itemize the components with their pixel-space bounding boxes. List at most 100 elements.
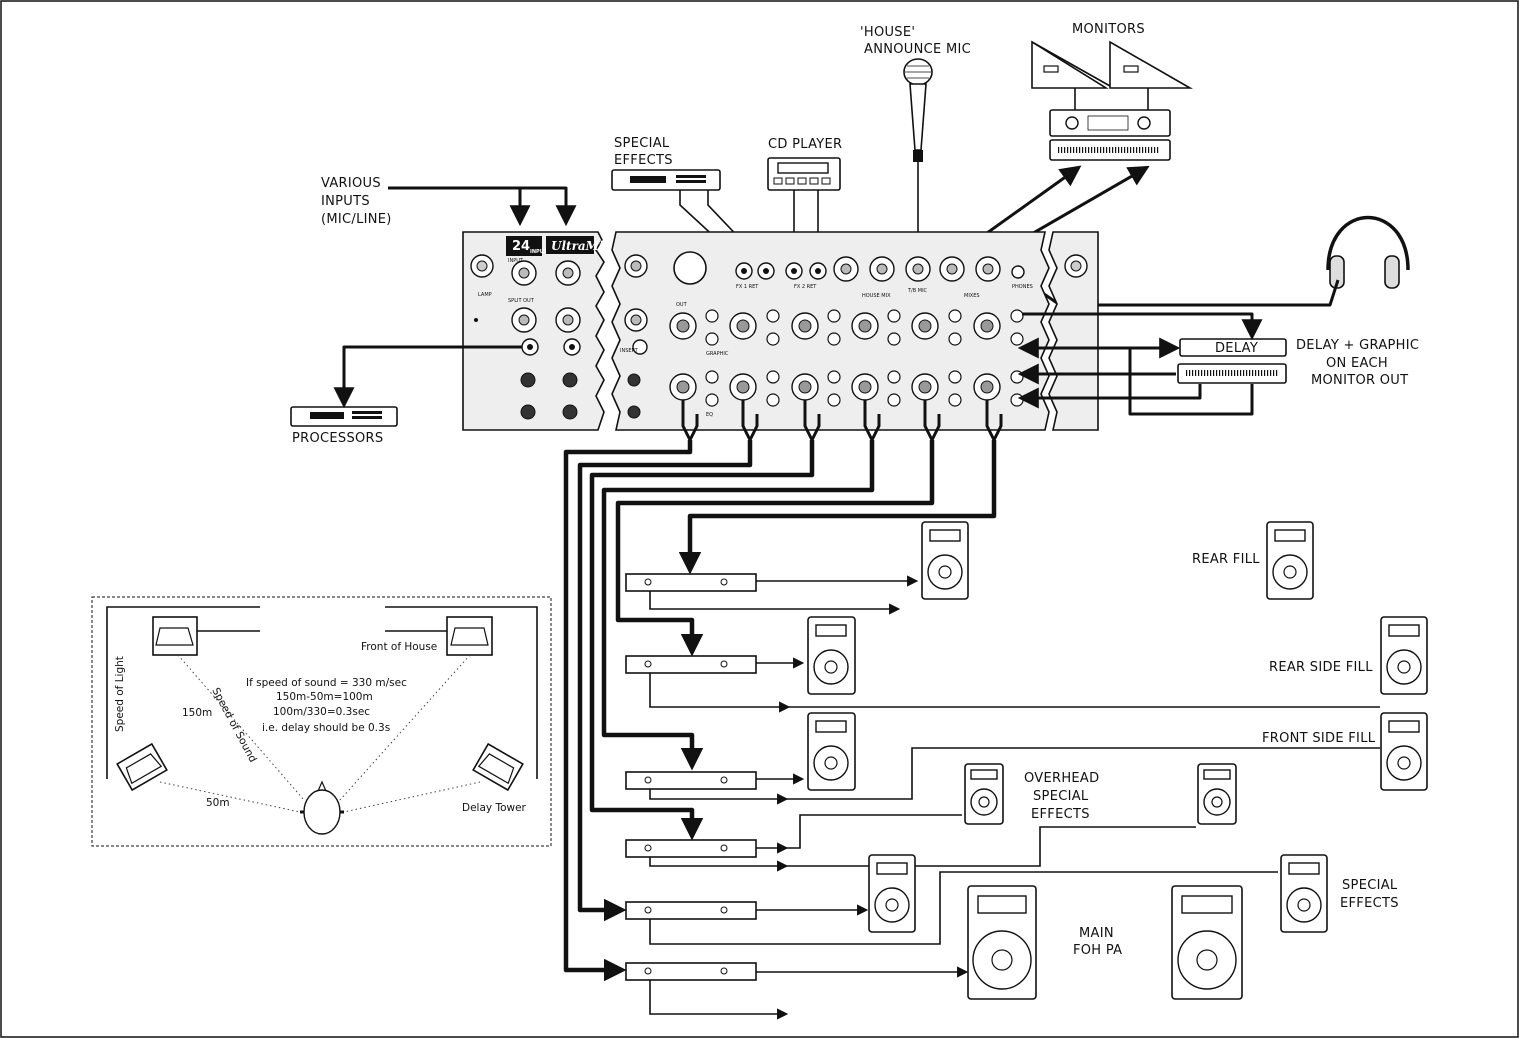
meter-dial [673,251,707,285]
overhead-effects-speakers: OVERHEAD SPECIAL EFFECTS [964,763,1237,825]
house-announce-mic: 'HOUSE' ANNOUNCE MIC [860,25,971,162]
overhead-line2: SPECIAL [1033,789,1089,804]
panel-text-fx1: FX 1 RET [736,284,759,290]
speaker-icon [921,521,969,600]
speaker-icon [807,712,856,791]
delay-graphic-line3: MONITOR OUT [1311,373,1408,388]
foh-right-speaker [446,616,493,656]
delay-send [1022,312,1263,341]
formula-line2: 150m-50m=100m [276,691,373,703]
panel-text-housemix: HOUSE MIX [862,293,891,299]
front-of-house-label: Front of House [361,641,437,653]
listener-head-icon [300,780,344,835]
ultramic-mixer: 24 INPUTS UltraMic INPUT SPLIT OUT LAMP [462,231,1099,431]
output-cable-bundle [563,400,1003,982]
mixer-master-section [611,231,1050,431]
brand-badge [546,236,594,254]
dist-150-label: 150m [182,707,212,719]
monitors-label: MONITORS [1072,22,1145,37]
formula-line1: If speed of sound = 330 m/sec [246,677,407,689]
inputs-badge [506,236,542,256]
panel-text-input: INPUT [508,258,524,264]
cd-player-label: CD PLAYER [768,137,842,152]
front-side-fill-speakers: FRONT SIDE FILL [807,712,1428,791]
processors-label: PROCESSORS [292,431,383,446]
speaker-icon [967,885,1037,1000]
panel-text-split: SPLIT OUT [508,298,535,304]
speaker-icon [1171,885,1243,1000]
speaker-icon [868,854,916,933]
speaker-icon [1197,763,1237,825]
amp-1 [625,573,757,592]
house-mic-line1: 'HOUSE' [860,25,915,40]
phones-jack [1011,265,1025,279]
main-foh-line1: MAIN [1079,926,1114,941]
delay-graphic-line1: DELAY + GRAPHIC [1296,338,1419,353]
front-side-fill-label: FRONT SIDE FILL [1262,731,1376,746]
overhead-line3: EFFECTS [1031,807,1090,822]
amp-3 [625,771,757,790]
panel-text-lamp: LAMP [478,292,492,298]
rear-fill-speakers: REAR FILL [921,521,1314,600]
delay-tower-left [116,742,168,792]
special-effects-top-line2: EFFECTS [614,153,673,168]
panel-text-eq: EQ [706,412,713,418]
stage-monitors: MONITORS [1031,22,1193,161]
delay-loop [1128,348,1254,416]
headphones-icon [1326,215,1410,289]
dist-50-label: 50m [206,797,230,809]
speaker-feeds [649,575,1380,1020]
brand-text: UltraMic [551,239,612,253]
speaker-icon [807,616,856,695]
panel-text-fx2: FX 2 RET [794,284,817,290]
main-foh-line2: FOH PA [1073,943,1122,958]
monitor-amp [1049,109,1171,137]
special-effects-top-line1: SPECIAL [614,136,670,151]
formula-line3: 100m/330=0.3sec [273,706,370,718]
panel-text-tbmic: T/B MIC [907,288,928,294]
delay-box-label: DELAY [1215,341,1258,356]
speaker-icon [1380,712,1428,791]
badge-number: 24 [512,239,530,254]
various-inputs-line2: INPUTS [321,194,370,209]
amp-2 [625,655,757,674]
rear-side-fill-speakers: REAR SIDE FILL [807,616,1428,695]
insert-to-processors [333,345,522,409]
panel-text-phones: PHONES [1012,284,1033,290]
delay-explanation-inset: Front of House 150m 50m Delay Tower Spee… [91,596,552,847]
special-effects-speakers: SPECIAL EFFECTS [868,854,1399,933]
input-arrow-2 [388,186,577,227]
various-inputs-label: VARIOUS INPUTS (MIC/LINE) [321,176,392,227]
speed-of-sound-label: Speed of Sound [209,686,258,765]
speaker-icon [1266,521,1314,600]
speaker-icon [964,763,1004,825]
formula-line4: i.e. delay should be 0.3s [262,722,390,734]
overhead-line1: OVERHEAD [1024,771,1099,786]
special-effects-unit-top: SPECIAL EFFECTS [611,136,721,191]
delay-tower-label: Delay Tower [462,802,527,814]
cd-player: CD PLAYER [767,137,842,191]
amplifier-rack [625,573,757,981]
special-effects-bottom-line2: EFFECTS [1340,896,1399,911]
speaker-icon [1380,616,1428,695]
speed-of-light-label: Speed of Light [114,656,126,732]
badge-sub: INPUTS [530,249,551,255]
delay-graphic-line2: ON EACH [1326,356,1388,371]
monitor-delay-units: DELAY DELAY + GRAPHIC ON EACH MONITOR OU… [1177,338,1419,388]
foh-left-speaker [152,616,198,656]
delay-tower-right [472,742,524,792]
various-inputs-line1: VARIOUS [321,176,381,191]
processors-unit: PROCESSORS [290,406,398,446]
panel-text-out: OUT [676,302,688,308]
panel-text-mixes: MIXES [964,293,980,299]
delay-return-2 [1017,384,1202,409]
inset-border [91,596,552,847]
rear-side-fill-label: REAR SIDE FILL [1269,660,1373,675]
speaker-icon [1280,854,1328,933]
various-inputs-line3: (MIC/LINE) [321,212,392,227]
panel-text-insert: INSERT [620,348,639,354]
rear-fill-label: REAR FILL [1192,552,1260,567]
